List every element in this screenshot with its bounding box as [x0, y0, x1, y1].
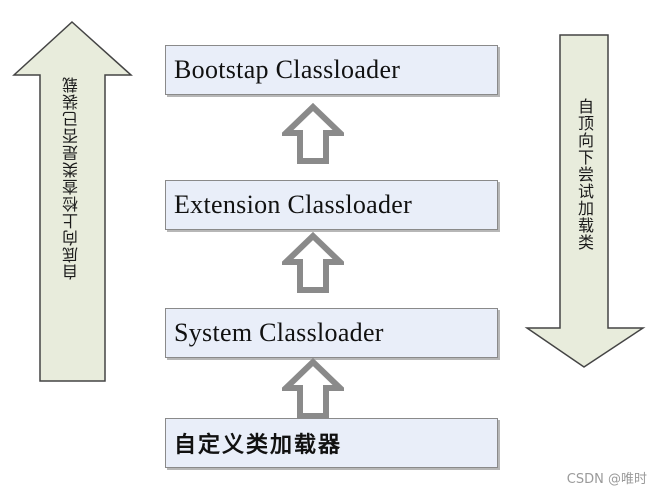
right-down-arrow [524, 34, 646, 368]
left-arrow-label: 自底向上检查类是否已装载 [62, 76, 81, 280]
bootstrap-classloader-box: Bootstap Classloader [165, 45, 498, 95]
left-up-arrow [12, 20, 133, 382]
watermark: CSDN @唯时 [566, 472, 647, 487]
up-arrow-icon [282, 232, 344, 293]
up-arrow-icon [282, 358, 344, 419]
custom-classloader-box: 自定义类加载器 [165, 418, 498, 468]
extension-classloader-box: Extension Classloader [165, 180, 498, 230]
up-arrow-icon [282, 103, 344, 164]
right-arrow-label: 自顶向下尝试加载类 [575, 98, 594, 251]
system-classloader-box: System Classloader [165, 308, 498, 358]
